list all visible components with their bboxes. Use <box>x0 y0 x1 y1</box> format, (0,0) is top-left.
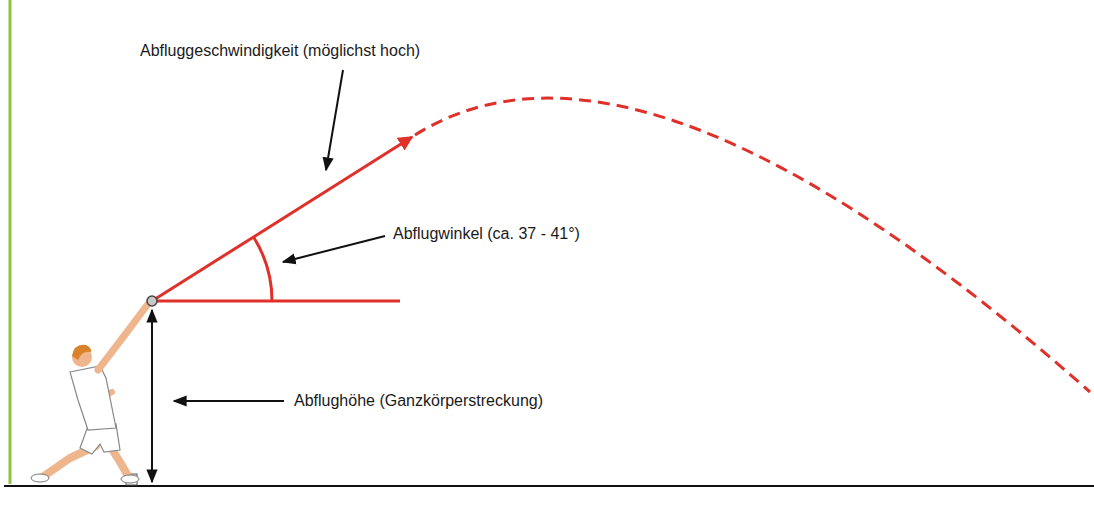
flight-path <box>415 98 1090 392</box>
callout-label: Abflughöhe (Ganzkörperstreckung) <box>294 391 543 411</box>
callout-label: Abflugwinkel (ca. 37 - 41°) <box>393 224 580 244</box>
angle-arc <box>254 237 273 301</box>
ground-line <box>4 485 1094 487</box>
leader-arrow <box>326 70 343 170</box>
height-arrow <box>151 310 153 482</box>
athlete-figure <box>31 304 148 485</box>
border-line <box>9 0 12 484</box>
horizontal-reference <box>152 300 400 303</box>
leader-arrow <box>283 236 385 262</box>
callout-label: Abfluggeschwindigkeit (möglichst hoch) <box>140 41 420 61</box>
leader-arrow <box>174 400 284 402</box>
velocity-arrow <box>152 137 412 301</box>
shot-ball <box>147 296 157 306</box>
